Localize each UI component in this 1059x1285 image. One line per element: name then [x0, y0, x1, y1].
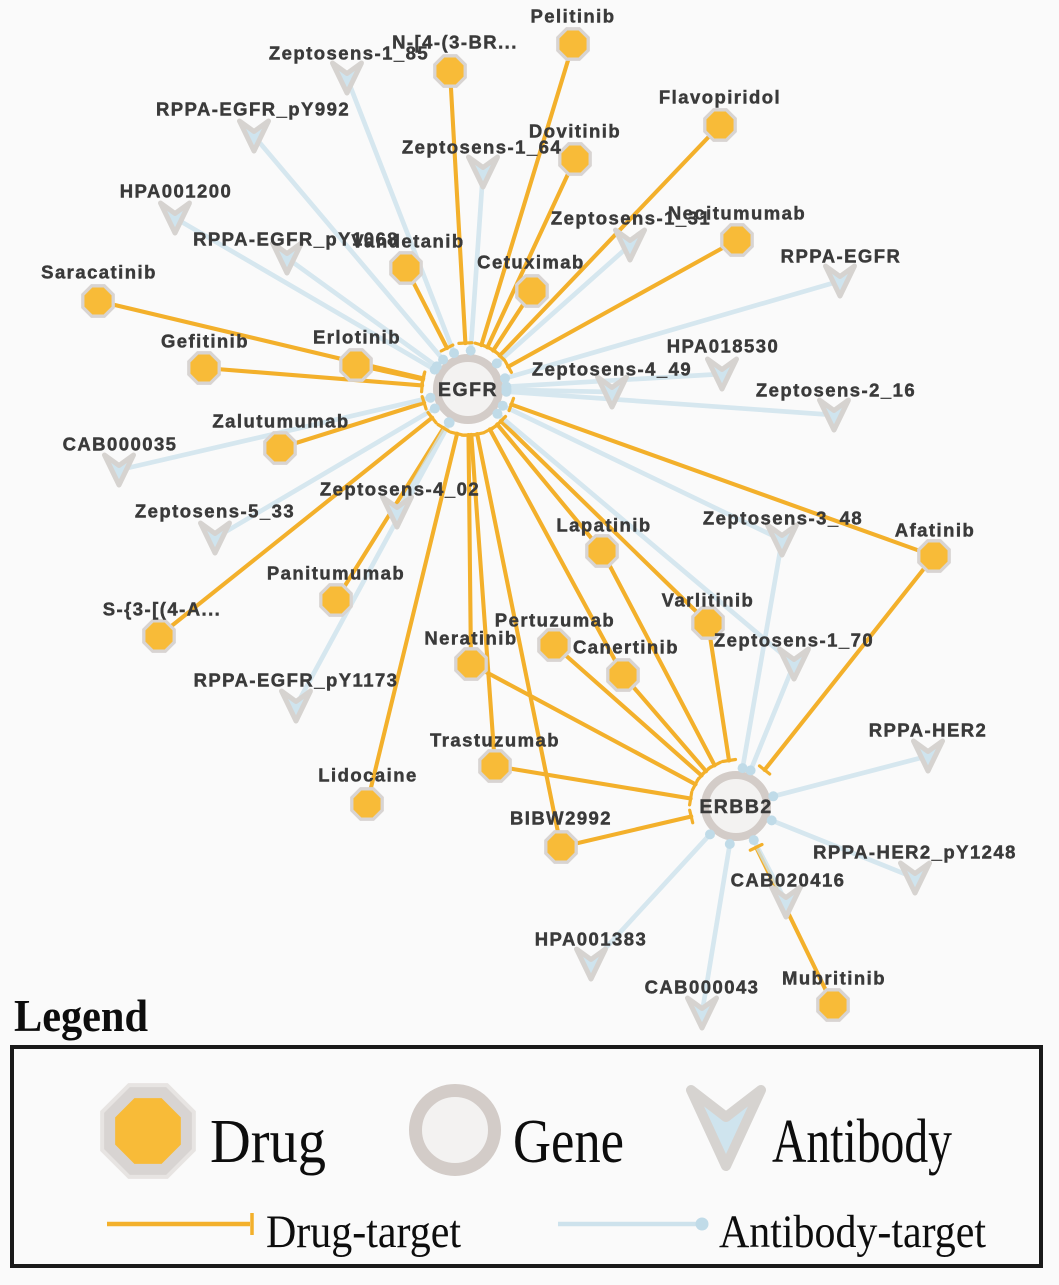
- svg-text:Afatinib: Afatinib: [895, 520, 975, 541]
- svg-text:Saracatinib: Saracatinib: [41, 262, 157, 283]
- svg-text:Zalutumumab: Zalutumumab: [212, 411, 349, 432]
- svg-text:Varlitinib: Varlitinib: [662, 590, 755, 611]
- svg-text:RPPA-HER2: RPPA-HER2: [869, 720, 988, 741]
- svg-text:CAB020416: CAB020416: [731, 870, 846, 891]
- svg-text:CAB000035: CAB000035: [63, 434, 178, 455]
- svg-text:Trastuzumab: Trastuzumab: [430, 730, 560, 751]
- svg-text:HPA001383: HPA001383: [535, 929, 647, 950]
- svg-text:Zeptosens-2_16: Zeptosens-2_16: [756, 380, 916, 401]
- svg-text:RPPA-HER2_pY1248: RPPA-HER2_pY1248: [813, 842, 1017, 863]
- svg-text:Antibody: Antibody: [772, 1108, 952, 1176]
- svg-text:HPA018530: HPA018530: [667, 336, 779, 357]
- svg-text:Gefitinib: Gefitinib: [161, 331, 249, 352]
- svg-text:EGFR: EGFR: [438, 379, 498, 401]
- svg-text:Mubritinib: Mubritinib: [782, 968, 886, 989]
- svg-text:Zeptosens-1_85: Zeptosens-1_85: [269, 43, 429, 64]
- svg-text:Zeptosens-1_64: Zeptosens-1_64: [402, 137, 562, 158]
- svg-text:Zeptosens-4_49: Zeptosens-4_49: [532, 359, 692, 380]
- svg-text:RPPA-EGFR_pY992: RPPA-EGFR_pY992: [156, 99, 350, 120]
- svg-text:Zeptosens-3_48: Zeptosens-3_48: [703, 508, 863, 529]
- svg-text:Cetuximab: Cetuximab: [477, 252, 585, 273]
- svg-text:ERBB2: ERBB2: [699, 796, 772, 818]
- svg-text:CAB000043: CAB000043: [645, 977, 760, 998]
- svg-text:Lidocaine: Lidocaine: [318, 765, 417, 786]
- svg-text:Antibody-target: Antibody-target: [719, 1206, 986, 1258]
- svg-text:Pelitinib: Pelitinib: [531, 6, 616, 27]
- svg-text:BIBW2992: BIBW2992: [510, 808, 612, 829]
- svg-text:Drug: Drug: [210, 1108, 326, 1176]
- svg-text:S-{3-[(4-A...: S-{3-[(4-A...: [103, 599, 222, 620]
- svg-text:HPA001200: HPA001200: [120, 181, 232, 202]
- svg-text:RPPA-EGFR: RPPA-EGFR: [781, 246, 902, 267]
- svg-text:Zeptosens-1_31: Zeptosens-1_31: [551, 208, 711, 229]
- svg-text:Lapatinib: Lapatinib: [556, 515, 651, 536]
- svg-text:Zeptosens-5_33: Zeptosens-5_33: [135, 501, 295, 522]
- svg-text:Flavopiridol: Flavopiridol: [659, 87, 781, 108]
- svg-text:Drug-target: Drug-target: [266, 1206, 461, 1258]
- svg-text:RPPA-EGFR_pY1068: RPPA-EGFR_pY1068: [193, 229, 399, 250]
- svg-text:RPPA-EGFR_pY1173: RPPA-EGFR_pY1173: [194, 670, 399, 691]
- svg-text:Zeptosens-1_70: Zeptosens-1_70: [714, 630, 874, 651]
- svg-text:Panitumumab: Panitumumab: [267, 563, 405, 584]
- svg-text:Gene: Gene: [513, 1108, 624, 1176]
- svg-text:Canertinib: Canertinib: [573, 637, 679, 658]
- svg-text:Neratinib: Neratinib: [424, 628, 517, 649]
- svg-text:Zeptosens-4_02: Zeptosens-4_02: [320, 479, 480, 500]
- svg-text:Erlotinib: Erlotinib: [313, 327, 401, 348]
- svg-text:Legend: Legend: [14, 990, 148, 1041]
